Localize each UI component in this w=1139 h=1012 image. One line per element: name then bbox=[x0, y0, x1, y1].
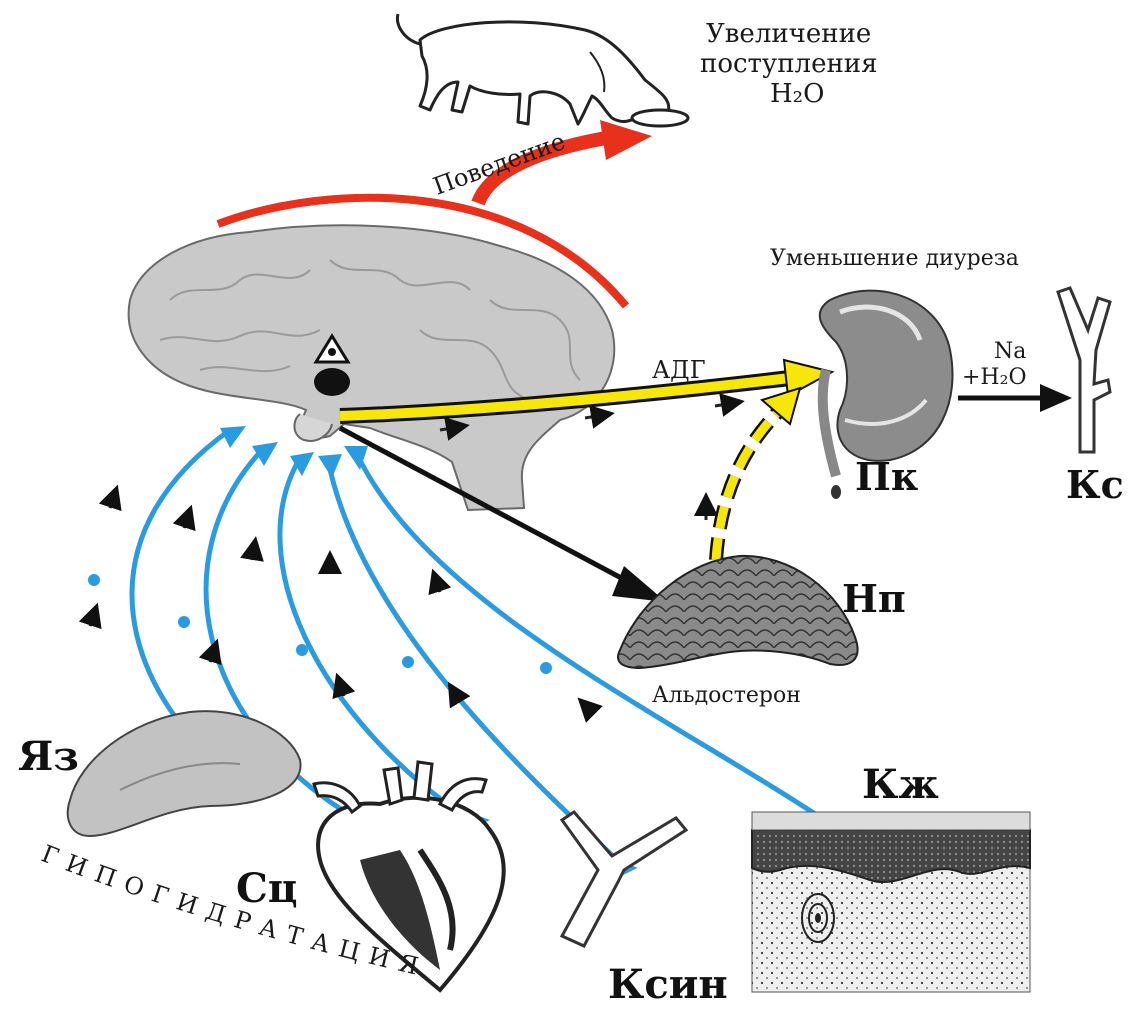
receptor-nodes bbox=[88, 574, 552, 674]
blood-vessel-icon bbox=[1058, 288, 1110, 452]
adh-label: АДГ bbox=[652, 356, 706, 384]
skin-label: Кж bbox=[862, 761, 939, 808]
na-h2o-label: +H₂O bbox=[962, 365, 1026, 390]
adrenal-label: Нп bbox=[842, 576, 906, 621]
heart-label: Сц bbox=[236, 865, 297, 912]
diuresis-label: Уменьшение диуреза bbox=[770, 246, 1019, 271]
water-intake-label-2: поступления bbox=[700, 49, 878, 79]
signal-direction-marks bbox=[90, 496, 594, 714]
tongue-icon bbox=[68, 711, 301, 836]
dog-icon bbox=[397, 14, 688, 126]
tongue-label: Яз bbox=[18, 733, 79, 780]
carotid-sinus-icon bbox=[562, 812, 686, 946]
afferent-heart-2 bbox=[280, 458, 470, 820]
brain-icon bbox=[129, 225, 615, 510]
aldosterone-arrow bbox=[706, 388, 800, 560]
vessel-label: Кс bbox=[1066, 462, 1124, 507]
water-intake-label-1: Увеличение bbox=[706, 19, 871, 49]
skin-section-icon bbox=[752, 812, 1030, 992]
aldosterone-label: Альдостерон bbox=[652, 683, 801, 708]
afferent-tongue bbox=[132, 430, 230, 742]
water-intake-label-3: H₂O bbox=[770, 79, 824, 109]
adrenal-gland-icon bbox=[618, 556, 858, 668]
sinus-label: Ксин bbox=[608, 961, 728, 1008]
behavior-label: Поведение bbox=[429, 127, 569, 201]
kidney-label: Пк bbox=[855, 454, 918, 499]
na-label: Na bbox=[994, 339, 1026, 364]
